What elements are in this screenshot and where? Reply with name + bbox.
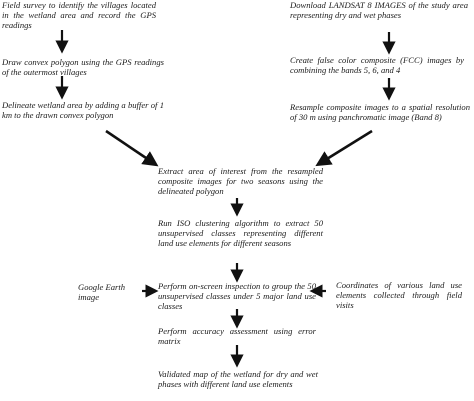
left-node-delineate-wetland: Delineate wetland area by adding a buffe… — [2, 100, 164, 120]
center-node-on-screen-inspection: Perform on-screen inspection to group th… — [158, 281, 316, 311]
center-node-extract-aoi: Extract area of interest from the resamp… — [158, 166, 323, 196]
center-node-accuracy-assessment: Perform accuracy assessment using error … — [158, 326, 316, 346]
center-node-validated-map: Validated map of the wetland for dry and… — [158, 369, 318, 389]
arrow-left-to-center — [105, 129, 159, 167]
side-node-coordinates: Coordinates of various land use elements… — [336, 280, 462, 310]
center-node-iso-clustering: Run ISO clustering algorithm to extract … — [158, 218, 323, 248]
right-node-create-fcc: Create false color composite (FCC) image… — [290, 55, 464, 75]
arrow-right-to-center — [315, 129, 373, 167]
left-node-field-survey: Field survey to identify the villages lo… — [2, 0, 156, 30]
left-node-convex-polygon: Draw convex polygon using the GPS readin… — [2, 57, 164, 77]
side-node-google-earth: Google Earth image — [78, 282, 126, 302]
right-node-download-landsat: Download LANDSAT 8 IMAGES of the study a… — [290, 0, 468, 20]
right-node-resample: Resample composite images to a spatial r… — [290, 102, 470, 122]
